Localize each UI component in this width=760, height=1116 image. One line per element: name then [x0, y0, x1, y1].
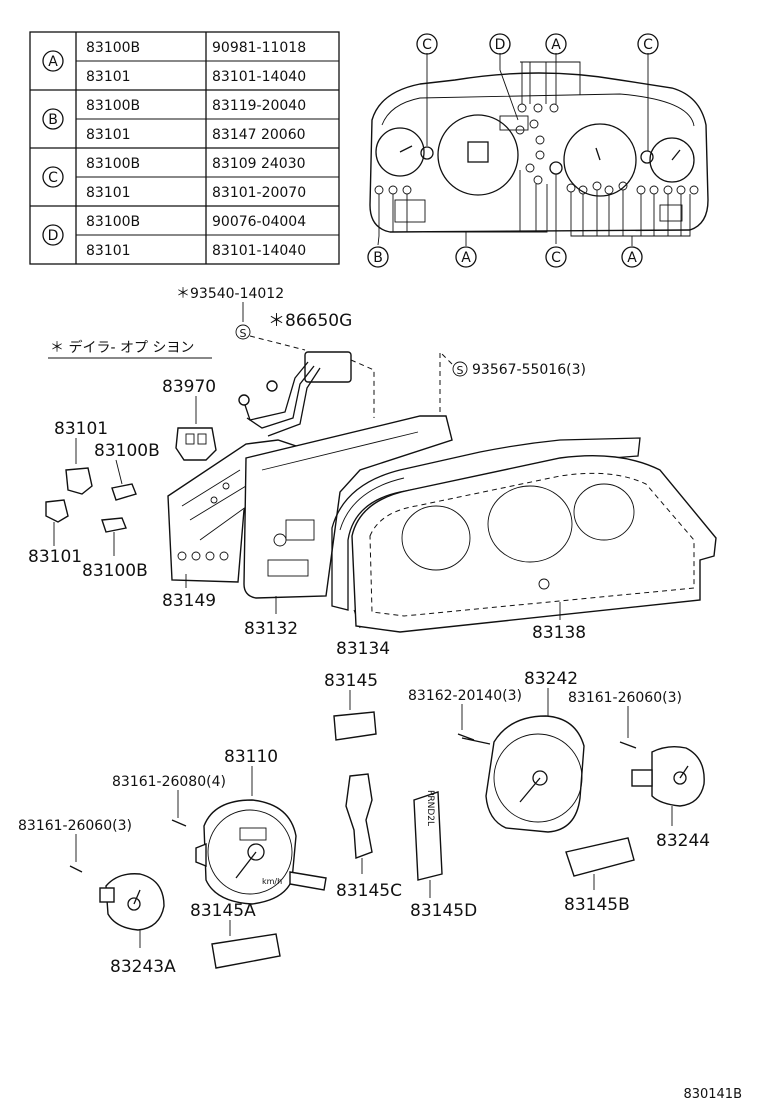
cluster-rear-overview: C D A C B A C A [367, 33, 709, 268]
label-83100B: 83100B [94, 441, 160, 461]
label-83242: 83242 [524, 669, 578, 689]
marker-d: D [495, 37, 506, 53]
label-83244: 83244 [656, 831, 710, 851]
table-group-d: D [48, 228, 59, 244]
table-group-c: C [48, 170, 58, 186]
plate-83145: 83145 [324, 671, 378, 741]
label-83243A: 83243A [110, 957, 176, 977]
label-83100B: 83100B [82, 561, 148, 581]
plate-83145C: 83145C [336, 773, 402, 901]
label-83145C: 83145C [336, 881, 402, 901]
table-cell: 83101 [86, 185, 131, 201]
label-83101: 83101 [28, 547, 82, 567]
bulb-sockets-left: 83970 83101 83100B 83101 83100B [28, 377, 217, 581]
table-cell: 83101-14040 [212, 243, 306, 259]
parts-table: A B C D 83100B 90981-11018 83101 83101-1… [29, 31, 340, 265]
screw-symbol: S [240, 327, 247, 340]
label-83145: 83145 [324, 671, 378, 691]
table-cell: 83100B [86, 98, 140, 114]
label-83110: 83110 [224, 747, 278, 767]
table-cell: 83100B [86, 40, 140, 56]
label-83138: 83138 [532, 623, 586, 643]
table-cell: 83101-14040 [212, 69, 306, 85]
notes: ＊93540-14012 S ＊86650G ＊ デイラ- オプ シヨン S 9… [48, 286, 586, 420]
label-83101: 83101 [54, 419, 108, 439]
table-cell: 83101 [86, 69, 131, 85]
table-cell: 83109 24030 [212, 156, 306, 172]
marker-c: C [643, 37, 653, 53]
table-cell: 90981-11018 [212, 40, 306, 56]
marker-c: C [422, 37, 432, 53]
label-83145D: 83145D [410, 901, 477, 921]
label-83161-26060: 83161-26060(3) [568, 690, 682, 706]
table-cell: 83100B [86, 156, 140, 172]
marker-b: B [373, 250, 383, 266]
plate-83145B: 83145B [564, 837, 635, 915]
gauge-83244: 83244 [631, 745, 710, 851]
label-83134: 83134 [336, 639, 390, 659]
diagram-code: 830141B [683, 1087, 742, 1102]
table-cell: 83101-20070 [212, 185, 306, 201]
label-83970: 83970 [162, 377, 216, 397]
table-cell: 83101 [86, 243, 131, 259]
plate-83145A: 83145A [190, 901, 281, 969]
wire-harness-86650G [238, 351, 375, 437]
dealer-option-note: ＊ デイラ- オプ シヨン [50, 339, 194, 356]
plate-83145D: PRND2L 83145D [410, 790, 477, 921]
label-83149: 83149 [162, 591, 216, 611]
gauge-83243A: 83161-26060(3) 83243A [18, 818, 176, 977]
screw-symbol: S [457, 364, 464, 377]
label-83145A: 83145A [190, 901, 256, 921]
marker-a: A [627, 250, 637, 266]
marker-a: A [551, 37, 561, 53]
speedometer-83110: 83110 km/h 83161-26080(4) [112, 747, 327, 905]
table-group-a: A [48, 54, 58, 70]
label-93567-55016: 93567-55016(3) [472, 362, 586, 378]
label-83162-20140: 83162-20140(3) [408, 688, 522, 704]
label-83132: 83132 [244, 619, 298, 639]
table-cell: 83147 20060 [212, 127, 306, 143]
marker-c: C [551, 250, 561, 266]
panel-83138: 83138 [351, 455, 717, 643]
case-83132: 83132 [243, 415, 453, 639]
table-group-b: B [48, 112, 58, 128]
table-cell: 83119-20040 [212, 98, 306, 114]
label-86650G: ＊86650G [268, 311, 352, 331]
table-cell: 83101 [86, 127, 131, 143]
marker-a: A [461, 250, 471, 266]
label-83161-26080: 83161-26080(4) [112, 774, 226, 790]
table-cell: 90076-04004 [212, 214, 306, 230]
table-cell: 83100B [86, 214, 140, 230]
shift-indicator-text: PRND2L [425, 790, 435, 826]
label-83161-26060: 83161-26060(3) [18, 818, 132, 834]
tachometer-83242: 83242 83162-20140(3) 83161-26060(3) [408, 669, 682, 833]
label-83145B: 83145B [564, 895, 630, 915]
speed-unit: km/h [262, 877, 282, 886]
label-93540-14012: ＊93540-14012 [176, 286, 284, 302]
